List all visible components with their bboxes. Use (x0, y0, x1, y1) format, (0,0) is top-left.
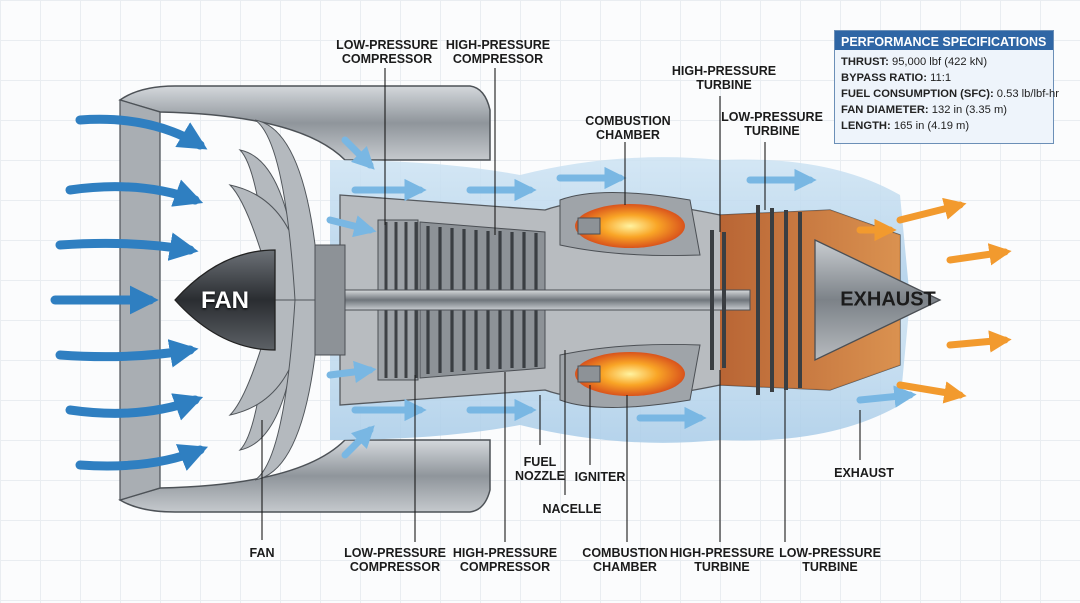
fan-spinner (174, 249, 276, 351)
turbine-stages (710, 205, 802, 395)
label-top-high-pressure-turbine: HIGH-PRESSURE TURBINE (671, 64, 777, 92)
label-igniter: IGNITER (574, 470, 626, 484)
flame-upper (575, 204, 685, 248)
label-top-low-pressure-turbine: LOW-PRESSURE TURBINE (721, 110, 823, 138)
label-bottom-combustion-chamber: COMBUSTION CHAMBER (582, 546, 668, 574)
combustion-chamber (559, 192, 701, 408)
label-bottom-high-pressure-turbine: HIGH-PRESSURE TURBINE (669, 546, 775, 574)
spec-panel-title: PERFORMANCE SPECIFICATIONS (835, 31, 1053, 50)
label-fuel-nozzle: FUEL NOZZLE (515, 455, 565, 483)
label-bottom-fan: FAN (249, 546, 275, 560)
exhaust-cone-label: EXHAUST (840, 288, 936, 311)
leader-lines (261, 68, 861, 542)
spec-row-bypass-ratio: BYPASS RATIO: 11:1 (841, 72, 952, 84)
spec-row-thrust: THRUST: 95,000 lbf (422 kN) (841, 56, 988, 68)
spec-row-fan-diameter: FAN DIAMETER: 132 in (3.35 m) (841, 104, 1007, 116)
label-bottom-low-pressure-compressor: LOW-PRESSURE COMPRESSOR (344, 546, 446, 574)
fuel-nozzle-upper (577, 217, 601, 235)
fuel-nozzle-lower (577, 365, 601, 383)
exhaust-flow-arrows (856, 197, 1012, 404)
bypass-airflow-arrows (326, 136, 917, 459)
label-exhaust: EXHAUST (834, 466, 894, 480)
main-shaft (329, 289, 751, 311)
label-top-low-pressure-compressor: LOW-PRESSURE COMPRESSOR (336, 38, 438, 66)
label-bottom-low-pressure-turbine: LOW-PRESSURE TURBINE (779, 546, 881, 574)
label-top-high-pressure-compressor: HIGH-PRESSURE COMPRESSOR (445, 38, 551, 66)
spec-row-length: LENGTH: 165 in (4.19 m) (841, 120, 970, 132)
inlet-airflow-arrows (50, 114, 209, 471)
fan-assembly (174, 119, 346, 481)
label-bottom-high-pressure-compressor: HIGH-PRESSURE COMPRESSOR (452, 546, 558, 574)
label-top-combustion-chamber: COMBUSTION CHAMBER (585, 114, 671, 142)
performance-specifications-panel: PERFORMANCE SPECIFICATIONS THRUST: 95,00… (834, 30, 1059, 144)
fan-hub-label: FAN (201, 287, 249, 314)
spec-row-fuel-consumption: FUEL CONSUMPTION (SFC): 0.53 lb/lbf-hr (841, 88, 1059, 100)
label-nacelle: NACELLE (542, 502, 602, 516)
flame-lower (575, 352, 685, 396)
nacelle-shell (118, 85, 491, 513)
exhaust-cone (814, 238, 942, 362)
